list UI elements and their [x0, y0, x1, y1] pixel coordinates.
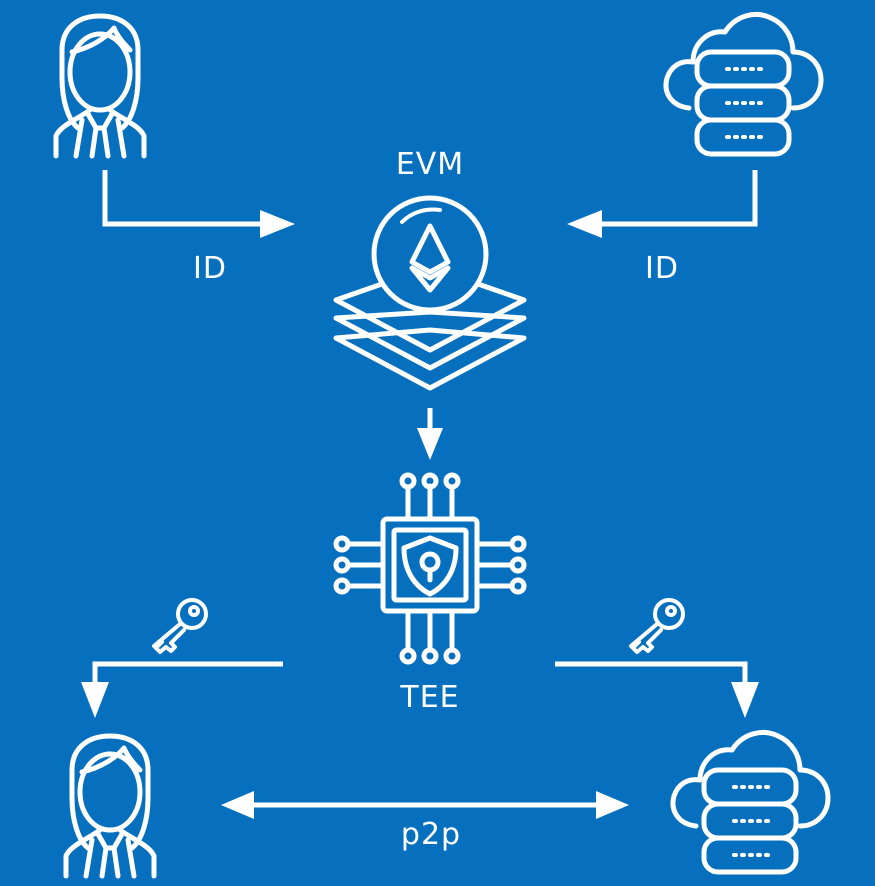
edge-evm-to-tee [417, 408, 443, 460]
tee-label: TEE [400, 680, 460, 715]
p2p-label: p2p [400, 817, 462, 852]
cloud-server-top-icon [666, 14, 821, 154]
key-icon [152, 598, 208, 654]
id-label-left: ID [193, 251, 227, 286]
user-bottom-icon [66, 736, 154, 876]
id-label-right: ID [645, 251, 679, 286]
edge-cloud-top-to-evm [567, 170, 758, 238]
cloud-server-bottom-icon [673, 732, 828, 872]
evm-label: EVM [395, 147, 465, 182]
edge-tee-to-cloud-bottom [555, 661, 759, 718]
user-top-icon [56, 16, 144, 156]
key-icon [629, 598, 685, 654]
edge-p2p [221, 791, 629, 819]
edge-tee-to-user-bottom [81, 661, 283, 718]
ethereum-layers-icon [333, 195, 527, 391]
secure-chip-icon [333, 472, 527, 665]
edge-user-top-to-evm [102, 170, 295, 238]
